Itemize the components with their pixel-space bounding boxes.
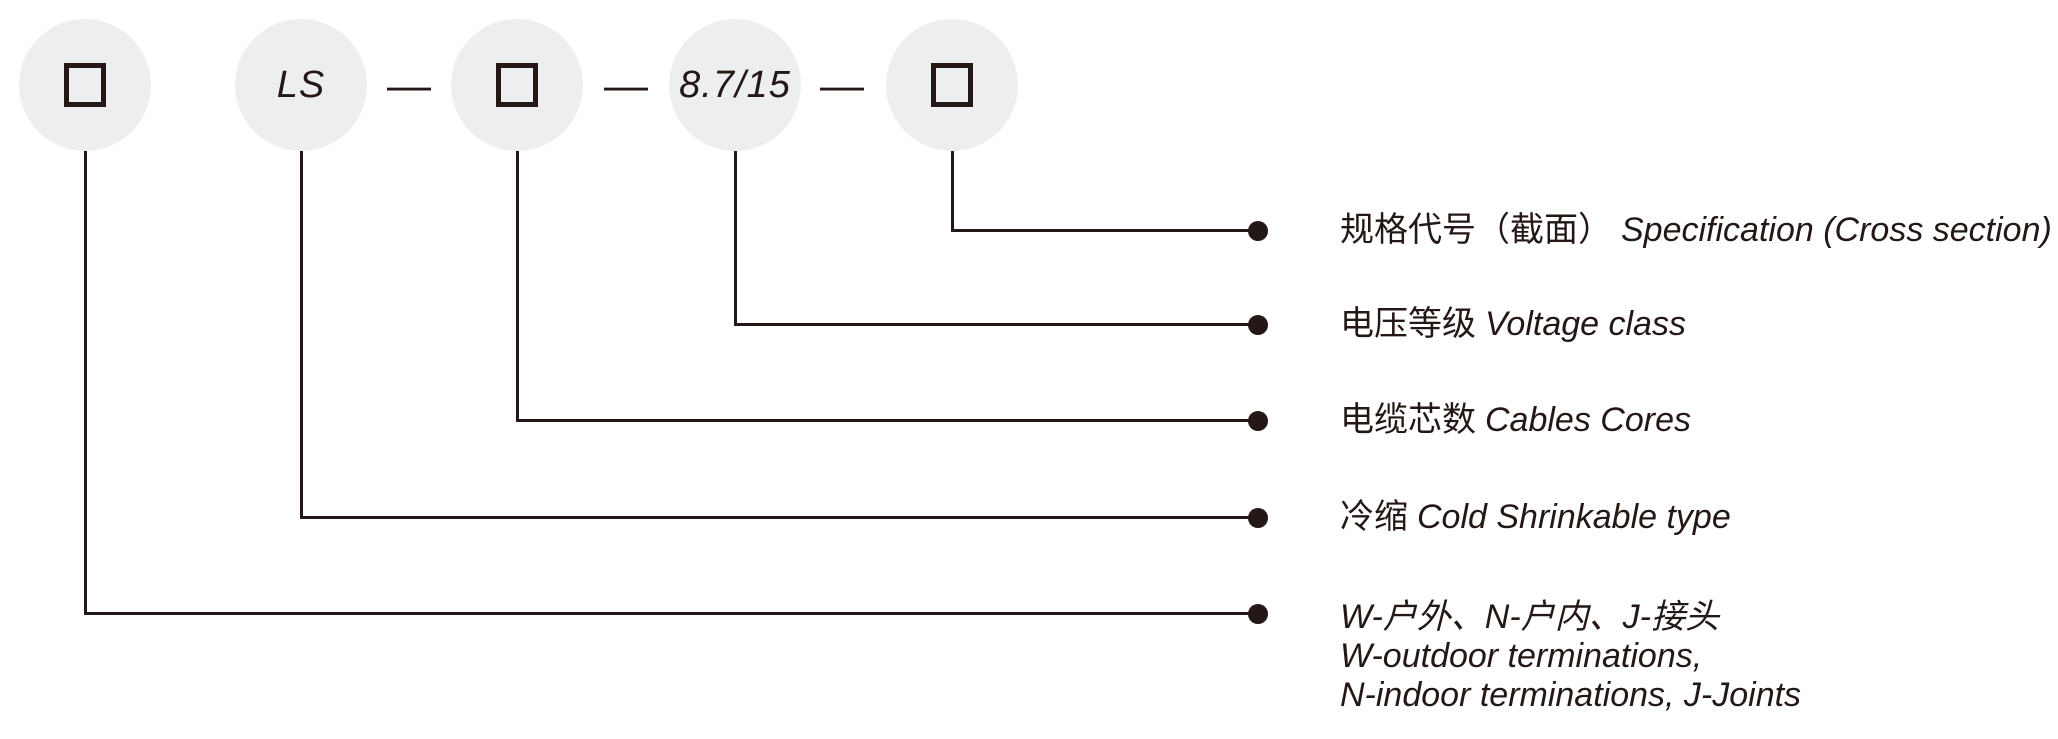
connector-line [300, 151, 303, 519]
connector-line [734, 323, 1258, 326]
label-termination-types-line3: N-indoor terminations, J-Joints [1340, 676, 1802, 714]
placeholder-square-icon [496, 63, 538, 107]
bullet-dot-icon [1248, 604, 1268, 624]
code-slot-termination-type [19, 19, 151, 151]
dash-separator-icon: — [387, 61, 431, 110]
bullet-dot-icon [1248, 221, 1268, 241]
connector-line [734, 151, 737, 326]
connector-line [84, 151, 87, 615]
label-specification-en: Specification (Cross section) [1621, 211, 2052, 249]
connector-line [300, 516, 1258, 519]
label-cold-shrinkable-en: Cold Shrinkable type [1417, 498, 1731, 536]
label-cable-cores-cn: 电缆芯数 [1340, 401, 1476, 439]
label-cold-shrinkable-cn: 冷缩 [1340, 498, 1408, 536]
label-specification-cn: 规格代号（截面） [1340, 211, 1612, 249]
connector-line [951, 229, 1258, 232]
label-termination-types: W-户外、N-户内、J-接头 W-outdoor terminations, N… [1340, 598, 1801, 715]
connector-line [516, 419, 1258, 422]
bullet-dot-icon [1248, 508, 1268, 528]
placeholder-square-icon [64, 63, 106, 107]
dash-separator-icon: — [604, 61, 648, 110]
label-specification: 规格代号（截面）Specification (Cross section) [1340, 209, 2052, 251]
code-series-node: LS [235, 19, 367, 151]
connector-line [84, 612, 1258, 615]
voltage-code-text: 8.7/15 [679, 63, 791, 106]
series-code-text: LS [276, 63, 326, 106]
code-slot-specification [886, 19, 1018, 151]
placeholder-square-icon [931, 63, 973, 107]
code-voltage-node: 8.7/15 [669, 19, 801, 151]
dash-separator-icon: — [820, 61, 864, 110]
bullet-dot-icon [1248, 411, 1268, 431]
label-termination-types-line2: W-outdoor terminations, [1340, 637, 1703, 675]
bullet-dot-icon [1248, 315, 1268, 335]
label-voltage-class-en: Voltage class [1485, 305, 1686, 343]
label-termination-types-line1: W-户外、N-户内、J-接头 [1340, 598, 1719, 636]
connector-line [951, 151, 954, 232]
label-cable-cores-en: Cables Cores [1485, 401, 1691, 439]
code-slot-cable-cores [451, 19, 583, 151]
label-voltage-class-cn: 电压等级 [1340, 305, 1476, 343]
connector-line [516, 151, 519, 422]
